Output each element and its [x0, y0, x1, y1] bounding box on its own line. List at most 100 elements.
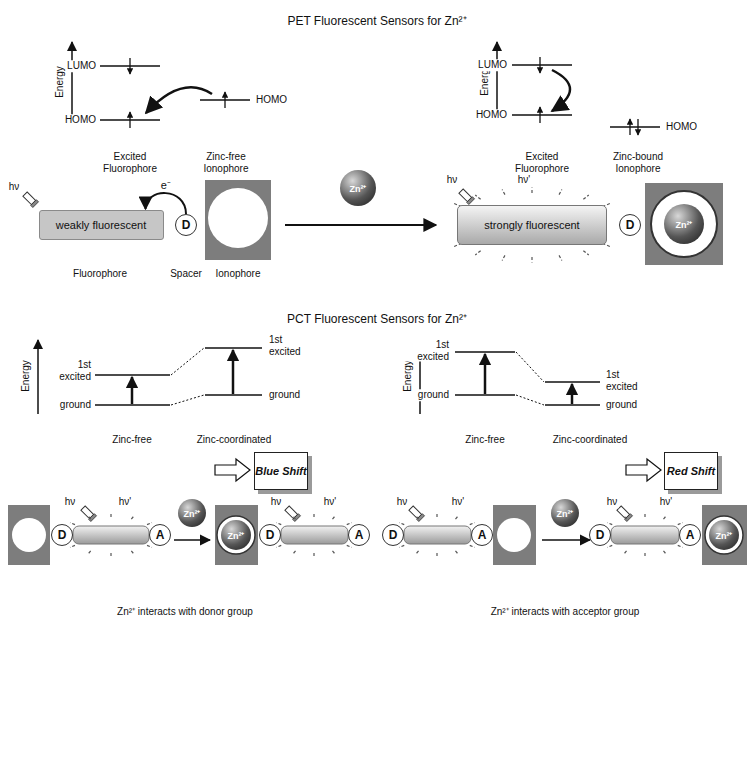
node-text: Red Shift — [667, 465, 715, 478]
ionophore-part — [493, 505, 536, 565]
annotation-label: 1st excited — [605, 369, 652, 392]
lamp-part-part — [89, 514, 97, 522]
emission-rays-part — [436, 513, 437, 517]
lamp-part — [616, 505, 632, 521]
pet-energy-zinc-bound-part — [629, 119, 630, 135]
pct-energy-left-part — [37, 340, 39, 414]
annotation-label: hν' — [451, 496, 465, 508]
emission-rays-part — [607, 545, 612, 547]
lamp-part — [284, 505, 300, 521]
annotation-label: ground — [605, 399, 638, 411]
lamp — [22, 188, 632, 521]
pct-energy-left-part — [205, 347, 262, 349]
lamp-part-part — [31, 200, 39, 208]
pct-energy-left-part — [95, 374, 170, 376]
node-label: D — [626, 218, 635, 232]
group-circle: D — [175, 214, 197, 236]
ionophore-part — [651, 191, 717, 257]
pet-energy-zinc-bound-part — [539, 107, 540, 123]
lamp-part-part — [625, 514, 633, 522]
node-text: A — [156, 528, 165, 542]
emission-rays-part — [455, 516, 458, 519]
annotation-label: Zinc-coordinated — [196, 434, 272, 446]
lamp-part-part — [293, 514, 301, 522]
emission-rays-part — [436, 553, 437, 557]
annotation-label: 1st excited — [268, 334, 315, 357]
zinc-ion-sphere: Zn²⁺ — [221, 520, 251, 550]
lamp-part — [22, 191, 38, 207]
ionophore-part — [208, 188, 268, 248]
shift-box: Blue Shift — [254, 452, 308, 490]
pct-energy-left — [38, 340, 262, 481]
emission-rays-part — [332, 516, 335, 519]
emission-rays-part — [475, 195, 480, 199]
annotation-label: hν' — [517, 174, 531, 186]
node-label: Blue Shift — [255, 465, 306, 478]
axis-label: Energy — [402, 359, 414, 393]
emission-rays-part — [293, 516, 296, 519]
node-label: A — [156, 528, 165, 542]
emission-rays-part — [624, 551, 627, 554]
node-text: weakly fluorescent — [56, 219, 147, 231]
node-text: Zn²⁺ — [557, 507, 574, 520]
pet-energy-zinc-bound-part — [539, 57, 540, 73]
node-label: D — [58, 528, 67, 542]
emission-rays-part — [147, 523, 152, 525]
pet-energy-zinc-bound — [497, 42, 660, 135]
ionophore-part — [497, 518, 531, 552]
fluorophore-box: strongly fluorescent — [457, 205, 607, 245]
emission-rays-part — [416, 516, 419, 519]
fluorophore-rod-part — [611, 526, 679, 544]
annotation-label: HOMO — [64, 114, 97, 126]
ionophore-part — [205, 180, 271, 260]
fluorophore-box: weakly fluorescent — [39, 210, 164, 240]
node-text: strongly fluorescent — [484, 219, 579, 231]
node-text: D — [626, 218, 635, 232]
emission-rays-part — [88, 516, 91, 519]
annotation-label: ground — [417, 389, 450, 401]
emission-rays-part — [644, 513, 645, 517]
pet-energy-zinc-free-part — [71, 42, 73, 118]
node-text: D — [389, 528, 398, 542]
pct-energy-left-part — [232, 350, 235, 394]
emission-rays-part — [276, 545, 281, 547]
node-label: D — [389, 528, 398, 542]
annotation-label: Ionophore — [214, 268, 261, 280]
pet-energy-zinc-bound-part — [552, 70, 570, 111]
zinc-ion-sphere: Zn²⁺ — [340, 170, 376, 206]
emission-rays-part — [678, 545, 683, 547]
pct-energy-right — [420, 340, 661, 481]
node-text: Blue Shift — [255, 465, 306, 478]
annotation-label: Zinc-coordinated — [552, 434, 628, 446]
node-label: A — [686, 528, 695, 542]
node-label: weakly fluorescent — [56, 219, 147, 231]
node-label: Zn²⁺ — [184, 507, 201, 520]
group-circle: A — [471, 524, 493, 546]
reaction-arrow-part — [174, 539, 210, 541]
fluorophore-rod-part — [281, 526, 348, 544]
node-text: A — [686, 528, 695, 542]
annotation-label: Zinc-bound Ionophore — [602, 151, 674, 174]
ionophore-part — [8, 505, 50, 565]
emission-rays-part — [624, 516, 627, 519]
annotation-label: LUMO — [66, 60, 97, 72]
annotation-label: Zn²⁺ interacts with acceptor group — [490, 606, 641, 618]
annotation-label: HOMO — [255, 94, 288, 106]
pct-energy-right-part — [455, 394, 515, 396]
pct-energy-right-part — [516, 352, 544, 382]
annotation-label: hν — [446, 174, 459, 186]
pct-energy-right-part — [545, 404, 600, 406]
reaction-arrow-part — [542, 539, 590, 541]
group-circle: A — [679, 524, 701, 546]
ionophore-part — [702, 505, 747, 565]
node-label: Zn²⁺ — [716, 529, 733, 542]
emission-rays-part — [531, 188, 532, 193]
annotation-label: LUMO — [477, 59, 508, 71]
pct-energy-left-part — [171, 348, 204, 375]
annotation-label: Excited Fluorophore — [94, 151, 166, 174]
pet-energy-zinc-free — [72, 42, 250, 128]
emission-rays-part — [88, 551, 91, 554]
emission-rays-part — [276, 523, 281, 525]
annotation-label: Zinc-free Ionophore — [190, 151, 262, 174]
